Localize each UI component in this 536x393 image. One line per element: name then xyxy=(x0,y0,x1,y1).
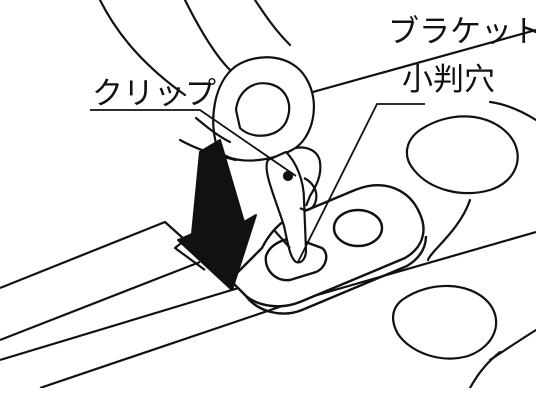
bracket-label-line2: 小判穴 xyxy=(402,62,495,98)
clip-label: クリップ xyxy=(92,76,216,112)
clip-leader xyxy=(90,109,297,177)
leader-lines xyxy=(90,103,425,263)
down-arrow-icon xyxy=(177,139,257,291)
clip xyxy=(265,146,322,264)
bracket-plate xyxy=(228,184,428,315)
hand xyxy=(98,0,536,390)
right-finger-lower xyxy=(392,284,498,360)
bracket-label-line1: ブラケット xyxy=(388,14,536,50)
round-hole xyxy=(332,208,384,248)
right-finger-upper xyxy=(405,115,519,195)
thumb xyxy=(212,56,315,162)
bracket-leader xyxy=(297,103,425,263)
